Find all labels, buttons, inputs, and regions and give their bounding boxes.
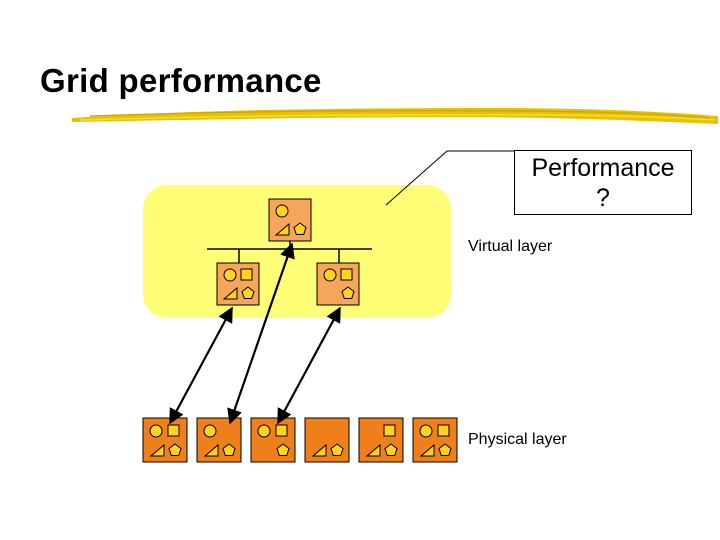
slide-title: Grid performance — [40, 62, 322, 99]
circle-icon — [419, 424, 433, 438]
circle-icon — [149, 424, 163, 438]
pentagon-icon — [384, 443, 398, 456]
physical-node-4[interactable] — [304, 417, 350, 463]
pentagon-icon — [293, 222, 307, 235]
callout-leader — [385, 150, 448, 206]
performance-callout: Performance ? — [514, 150, 692, 215]
square-icon — [437, 424, 450, 437]
triangle-icon — [274, 222, 290, 236]
mapping-arrow-left — [169, 306, 233, 425]
callout-line-1: Performance — [531, 154, 675, 182]
square-icon — [275, 424, 288, 437]
physical-layer-label: Physical layer — [468, 431, 567, 448]
title-underline — [72, 108, 718, 124]
circle-icon — [223, 268, 237, 282]
pentagon-icon — [276, 443, 290, 456]
square-icon — [340, 268, 353, 281]
pentagon-icon — [341, 286, 355, 299]
circle-icon — [323, 268, 337, 282]
triangle-icon — [203, 443, 219, 457]
triangle-icon — [149, 443, 165, 457]
physical-node-5[interactable] — [358, 417, 404, 463]
pentagon-icon — [330, 443, 344, 456]
virtual-node-right[interactable] — [316, 262, 360, 306]
circle-icon — [257, 424, 271, 438]
virtual-node-top[interactable] — [268, 198, 312, 242]
square-icon — [383, 424, 396, 437]
mapping-arrow-top — [227, 242, 295, 425]
virtual-node-left[interactable] — [216, 262, 260, 306]
pentagon-icon — [438, 443, 452, 456]
square-icon — [240, 268, 253, 281]
mapping-arrow-right — [277, 306, 341, 425]
square-icon — [167, 424, 180, 437]
triangle-icon — [311, 443, 327, 457]
triangle-icon — [365, 443, 381, 457]
pentagon-icon — [222, 443, 236, 456]
callout-line-2: ? — [596, 184, 610, 212]
pentagon-icon — [168, 443, 182, 456]
physical-node-3[interactable] — [250, 417, 296, 463]
physical-node-6[interactable] — [412, 417, 458, 463]
virtual-layer-label: Virtual layer — [468, 238, 553, 255]
physical-node-1[interactable] — [142, 417, 188, 463]
triangle-icon — [419, 443, 435, 457]
circle-icon — [203, 424, 217, 438]
circle-icon — [275, 204, 289, 218]
physical-node-2[interactable] — [196, 417, 242, 463]
